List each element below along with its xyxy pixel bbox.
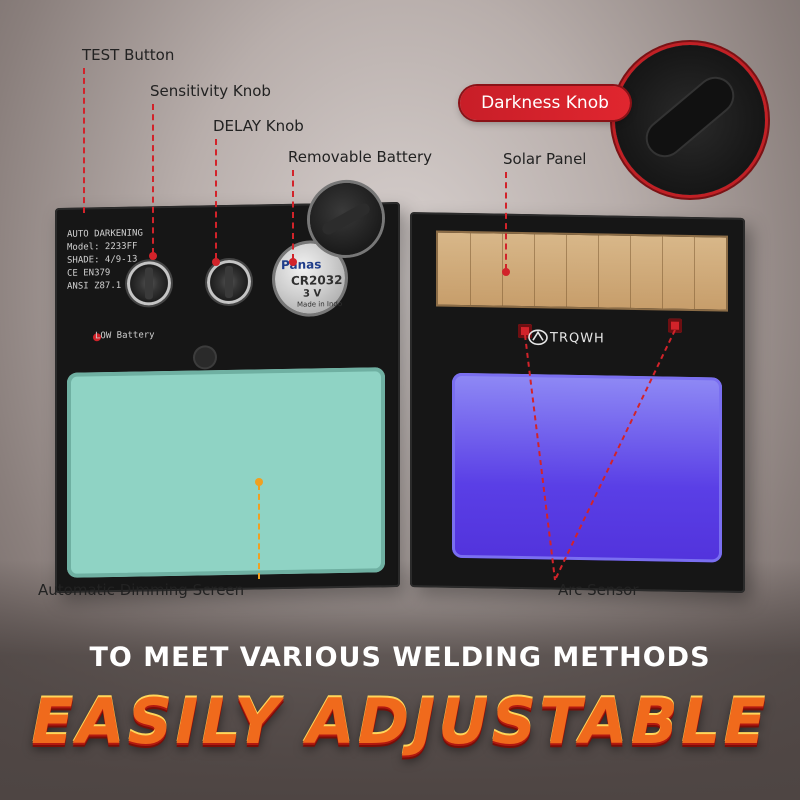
solar-panel: [436, 230, 728, 312]
sub-headline: TO MEET VARIOUS WELDING METHODS: [89, 642, 711, 673]
darkness-knob-label-pill: Darkness Knob: [460, 86, 630, 120]
sensitivity-knob-leader: [152, 104, 154, 254]
right-cartridge: TRQWH: [410, 212, 745, 593]
delay-knob-label: DELAY Knob: [213, 117, 304, 135]
brand-logo-icon: [528, 329, 548, 346]
sensitivity-knob[interactable]: [127, 260, 171, 306]
delay-knob[interactable]: [207, 259, 251, 305]
battery-model: CR2032: [291, 272, 343, 288]
removable-battery-dot: [289, 258, 297, 266]
darkness-knob[interactable]: [615, 45, 765, 195]
solar-panel-label: Solar Panel: [503, 150, 587, 168]
main-headline: EASILY ADJUSTABLE: [31, 685, 769, 758]
arc-sensor-leaders: [524, 330, 676, 581]
dimming-screen-leader: [258, 484, 260, 579]
spec-line: AUTO DARKENING: [67, 228, 143, 240]
solar-panel-leader: [505, 172, 507, 270]
spec-line: Model: 2233FF: [67, 241, 138, 253]
battery-cover[interactable]: [310, 182, 382, 256]
arc-sensor-label: Arc Sensor: [558, 581, 639, 599]
darkness-knob-label: Darkness Knob: [481, 93, 609, 113]
solar-panel-dot: [502, 268, 510, 276]
spec-line: ANSI Z87.1: [67, 280, 122, 292]
battery-brand: Panas: [281, 257, 322, 273]
battery-voltage: 3 V: [303, 288, 322, 300]
cr2032-battery[interactable]: Panas CR2032 3 V Made in Indo: [275, 242, 345, 315]
spec-line: SHADE: 4/9-13: [67, 254, 138, 266]
left-cartridge: AUTO DARKENING Model: 2233FF SHADE: 4/9-…: [55, 182, 400, 594]
automatic-dimming-screen-label: Automatic Dimming Screen: [38, 581, 245, 599]
test-button-label: TEST Button: [82, 46, 175, 64]
delay-knob-leader: [215, 139, 217, 259]
dimming-screen-dot: [255, 478, 263, 486]
delay-knob-dot: [212, 258, 220, 266]
automatic-dimming-screen: [67, 367, 385, 578]
test-button[interactable]: [195, 347, 215, 368]
test-button-leader: [83, 68, 85, 213]
battery-origin: Made in Indo: [297, 299, 343, 309]
sensitivity-knob-dot: [149, 252, 157, 260]
sensitivity-knob-label: Sensitivity Knob: [150, 82, 271, 100]
removable-battery-label: Removable Battery: [288, 148, 433, 166]
floor-shadow: [0, 560, 800, 800]
low-battery-label: LOW Battery: [95, 330, 155, 342]
spec-line: CE EN379: [67, 268, 111, 279]
removable-battery-leader: [292, 170, 294, 260]
